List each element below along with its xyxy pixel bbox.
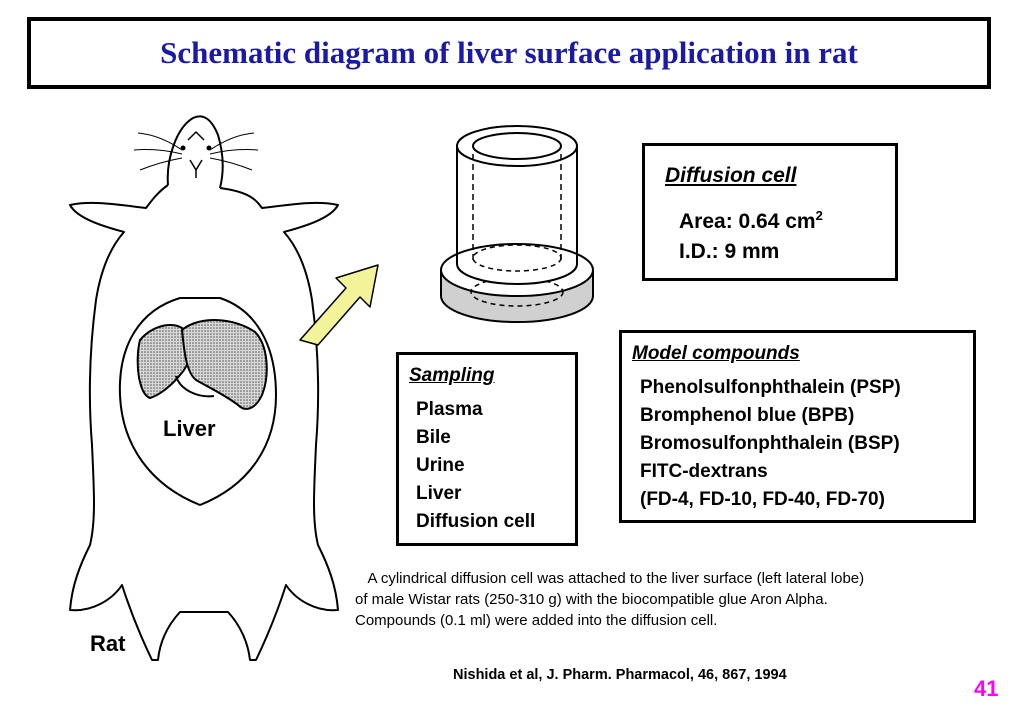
compound-item: Bromosulfonphthalein (BSP): [640, 433, 900, 454]
model-compounds-box: Model compounds Phenolsulfonphthalein (P…: [619, 330, 976, 523]
sampling-heading: Sampling: [409, 365, 495, 386]
area-text: Area: 0.64 cm: [679, 210, 816, 233]
description-line: Compounds (0.1 ml) were added into the d…: [355, 612, 718, 629]
diffusion-cell-illustration: [440, 125, 594, 323]
compound-item: FITC-dextrans: [640, 461, 768, 482]
arrow-icon: [299, 264, 379, 346]
sampling-box: Sampling Plasma Bile Urine Liver Diffusi…: [396, 352, 578, 546]
page-number: 41: [974, 676, 999, 701]
sampling-item: Liver: [416, 483, 462, 504]
liver-label: Liver: [163, 416, 216, 441]
description-line: of male Wistar rats (250-310 g) with the…: [355, 591, 828, 608]
diffusion-cell-info-box: Diffusion cell Area: 0.64 cm2 I.D.: 9 mm: [642, 143, 898, 281]
figure-description: A cylindrical diffusion cell was attache…: [355, 568, 995, 631]
model-compounds-heading: Model compounds: [632, 343, 800, 364]
compound-item: (FD-4, FD-10, FD-40, FD-70): [640, 489, 885, 510]
page-title: Schematic diagram of liver surface appli…: [160, 35, 858, 70]
diffusion-cell-heading: Diffusion cell: [665, 164, 797, 187]
diffusion-cell-id: I.D.: 9 mm: [679, 240, 780, 263]
sampling-item: Diffusion cell: [416, 511, 536, 532]
compound-item: Phenolsulfonphthalein (PSP): [640, 377, 901, 398]
sampling-item: Bile: [416, 427, 451, 448]
description-line: A cylindrical diffusion cell was attache…: [355, 570, 865, 587]
area-superscript: 2: [815, 208, 823, 223]
rat-label: Rat: [90, 631, 126, 656]
sampling-item: Urine: [416, 455, 465, 476]
citation: Nishida et al, J. Pharm. Pharmacol, 46, …: [453, 667, 787, 683]
diffusion-cell-area: Area: 0.64 cm2: [679, 208, 823, 234]
compound-item: Bromphenol blue (BPB): [640, 405, 855, 426]
rat-illustration: [69, 115, 339, 661]
sampling-item: Plasma: [416, 399, 483, 420]
title-box: Schematic diagram of liver surface appli…: [27, 17, 991, 89]
